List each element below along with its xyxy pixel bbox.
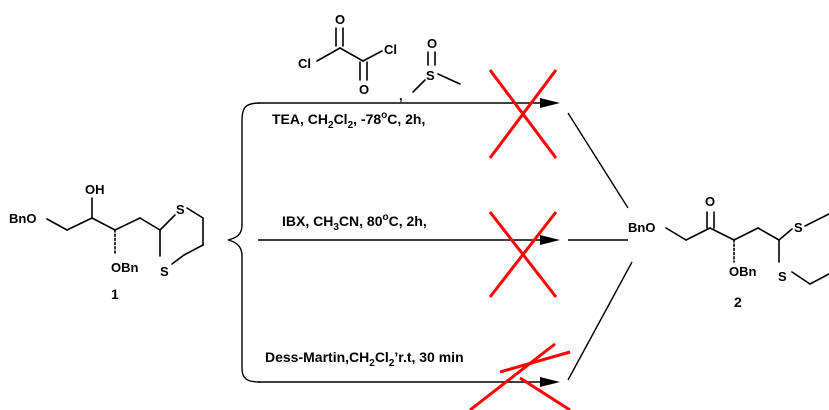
cross-line <box>488 211 558 298</box>
pr-s-top-label: S <box>794 220 803 235</box>
failed-cross-route-3 <box>469 342 571 410</box>
route-1-condition-part: C, 2h, <box>387 111 425 127</box>
failed-cross-route-1 <box>488 69 558 159</box>
starting-material-1: BnO OH OBn S S 1 <box>9 182 204 302</box>
sm-obn-label: OBn <box>111 260 139 275</box>
cross-line <box>469 342 556 410</box>
oxalyl-chloride-structure: O Cl Cl O , <box>298 12 403 103</box>
product-2: BnO O OBn S S 2 <box>628 194 829 310</box>
route-3-condition-part: 2 <box>389 358 395 369</box>
pr-bno-label: BnO <box>628 220 655 235</box>
route-2-condition-part: o <box>382 212 388 223</box>
oxalyl-o-bottom: O <box>359 82 369 97</box>
route-2-condition-part: IBX, CH <box>282 213 333 229</box>
route-2-condition-part: C, 2h, <box>389 213 427 229</box>
route-3-conditions: Dess-Martin,CH2Cl2’r.t, 30 min <box>265 349 464 369</box>
route-3-condition-part: Cl <box>375 349 389 365</box>
route-3-condition-part: 2 <box>369 358 375 369</box>
route-2-condition-part: 3 <box>333 222 339 233</box>
route-1-condition-part: Cl <box>334 111 348 127</box>
branch-bracket <box>227 102 261 383</box>
converging-lines <box>567 112 633 381</box>
route-1-condition-part: TEA, CH <box>272 111 328 127</box>
route-1-condition-part: 2 <box>348 120 354 131</box>
sm-s-top-label: S <box>176 202 185 217</box>
oxalyl-cl-left: Cl <box>298 56 311 71</box>
reagent-separator: , <box>399 88 403 103</box>
route-1-condition-part: 2 <box>328 120 334 131</box>
route-2-condition-part: CN, 80 <box>339 213 383 229</box>
oxalyl-cl-right: Cl <box>384 42 397 57</box>
cross-line <box>488 69 558 159</box>
sm-s-bottom-label: S <box>160 264 169 279</box>
cross-line <box>499 350 571 374</box>
route-2-conditions: IBX, CH3CN, 80oC, 2h, <box>282 212 427 233</box>
route-1-condition-part: o <box>381 110 387 121</box>
compound-1-number: 1 <box>111 286 119 302</box>
pr-o-label: O <box>705 194 715 209</box>
dmso-o: O <box>427 36 437 51</box>
dmso-s: S <box>426 68 435 83</box>
pr-obn-label: OBn <box>729 264 757 279</box>
route-1-conditions: TEA, CH2Cl2, -78oC, 2h, <box>272 110 425 131</box>
sm-oh-label: OH <box>85 182 105 197</box>
dmso-structure: O S <box>412 36 461 93</box>
oxalyl-o-top: O <box>335 12 345 27</box>
route-3-condition-part: Dess-Martin,CH <box>265 349 369 365</box>
route-3-condition-part: ’r.t, 30 min <box>394 349 463 365</box>
compound-2-number: 2 <box>734 294 742 310</box>
pr-s-bottom-label: S <box>778 269 787 284</box>
sm-bno-label: BnO <box>9 211 36 226</box>
failed-cross-route-2 <box>488 211 558 298</box>
cross-line <box>519 376 571 410</box>
route-1-condition-part: , -78 <box>353 111 381 127</box>
